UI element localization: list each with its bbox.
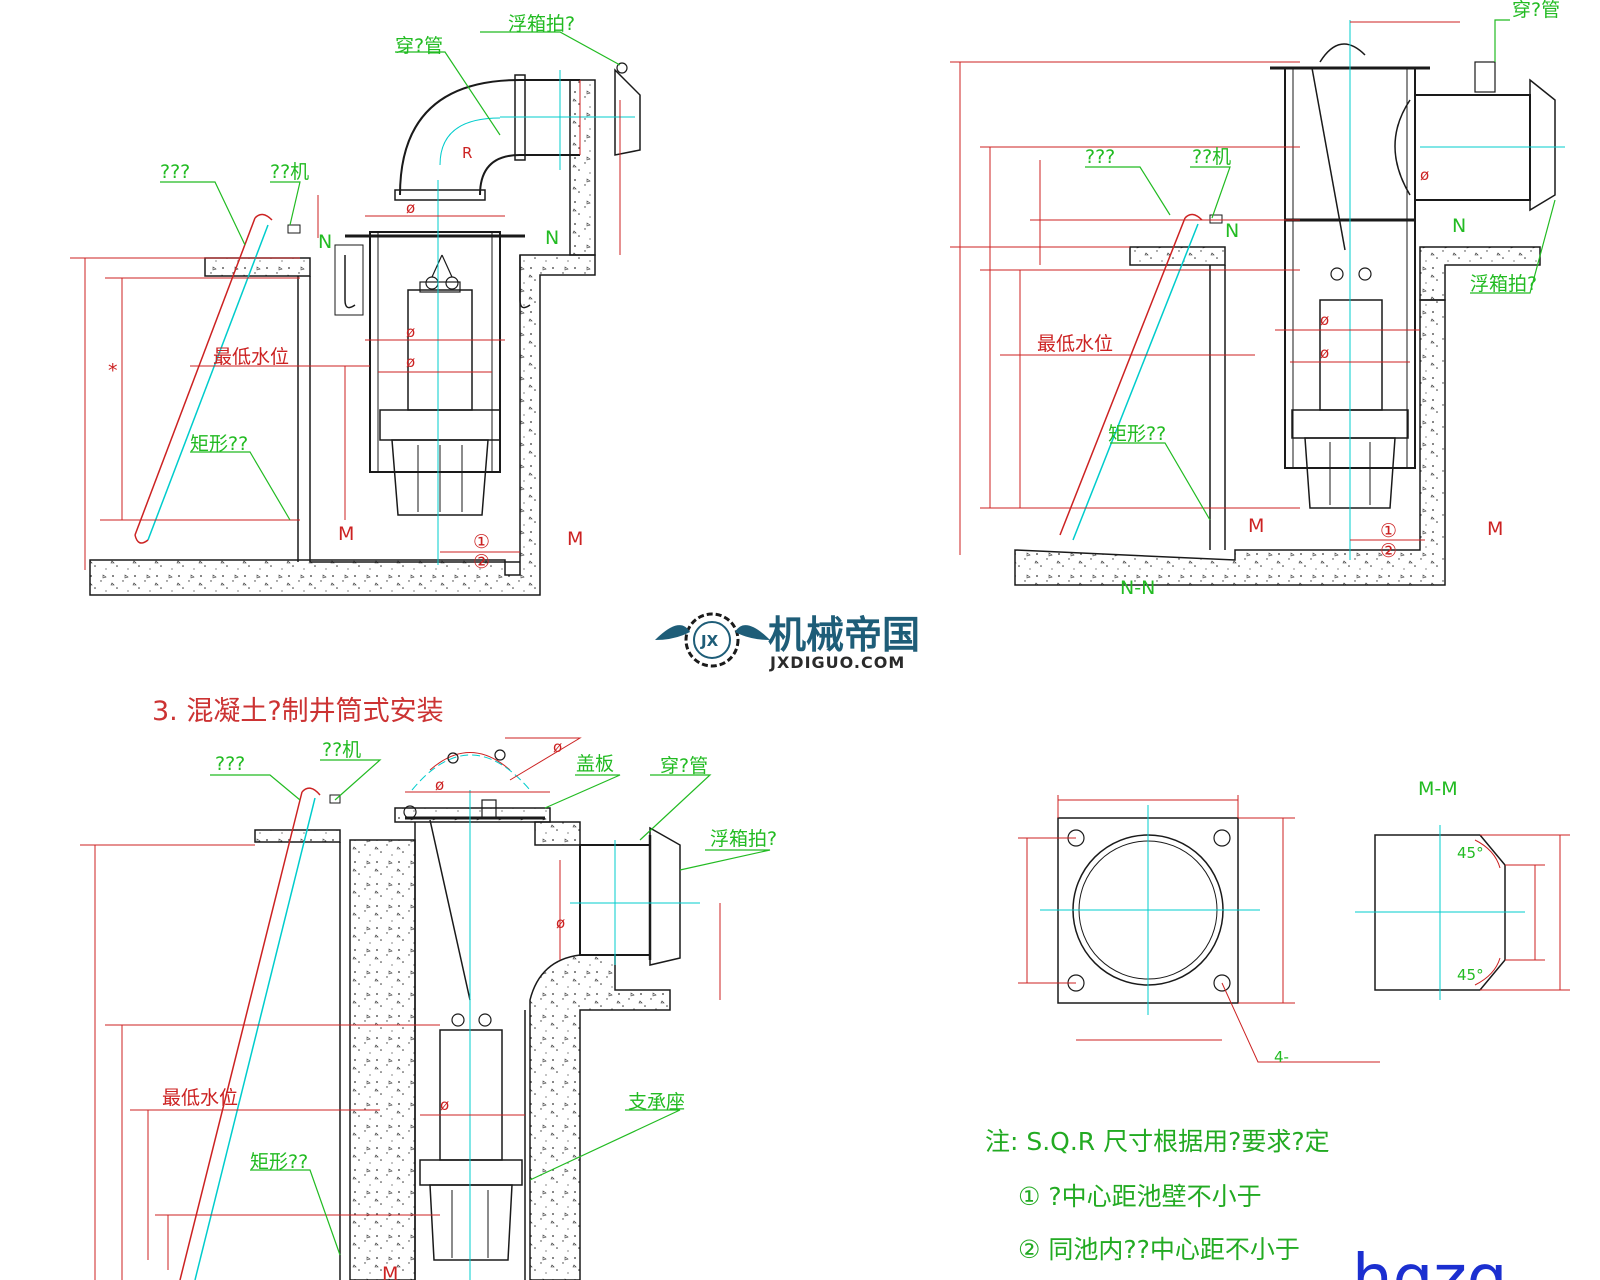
label-rect-pipe-tr: 矩形?? [1108,423,1166,445]
label-section-nn: N-N [1120,577,1155,599]
label-min-water-bl: 最低水位 [162,1087,238,1109]
label-circle2-tl: ② [473,551,490,573]
label-hoist-bl: ??机 [322,739,361,761]
label-ladder-bl: ??? [215,753,245,775]
label-dia-tr-3: ø [1420,166,1429,184]
section-mm-view [1355,825,1570,1000]
label-angle-top: 45° [1457,844,1484,862]
assembly-bottom-left [80,737,771,1280]
flange-plan-view [1018,795,1380,1063]
label-wall-pipe-bl: 穿?管 [660,755,708,777]
label-m-tr-left: M [1248,515,1264,537]
label-min-water-tr: 最低水位 [1037,333,1113,355]
assembly-top-right [950,19,1565,586]
label-n-tl-left: N [318,231,332,253]
label-dia-tr-2: ø [1320,344,1329,362]
label-min-water-tl: 最低水位 [213,346,289,368]
label-m-tl-right: M [567,528,583,550]
label-support-seat: 支承座 [628,1091,685,1113]
label-m-tl-left: M [338,523,354,545]
label-dia-tr-1: ø [1320,311,1329,329]
label-n-tl-right: N [545,227,559,249]
label-flap-valve-bl: 浮箱拍? [710,828,777,850]
label-wall-pipe-tr: 穿?管 [1512,0,1560,21]
label-dia-bl-1: ø [435,776,444,794]
label-wall-pipe-tl: 穿?管 [395,35,443,57]
label-hoist-tl: ??机 [270,161,309,183]
note-line-3: ② 同池内??中心距不小于 [1018,1235,1300,1264]
label-dia-tl-3: ø [406,353,415,371]
label-ladder-tl: ??? [160,161,190,183]
label-rect-pipe-tl: 矩形?? [190,433,248,455]
note-line-2: ① ?中心距池壁不小于 [1018,1182,1262,1211]
diagram-text: 浮箱拍? 穿?管 ??? ??机 最低水位 矩形?? N N M M * ø ø… [108,0,1560,1280]
note-line-1: 注: S.Q.R 尺寸根据用?要求?定 [985,1127,1330,1156]
label-dia-bl-3: ø [440,1096,449,1114]
label-star-tl: * [108,360,118,382]
label-cover-plate: 盖板 [576,753,614,775]
label-angle-bottom: 45° [1457,966,1484,984]
label-hoist-tr: ??机 [1192,146,1231,168]
label-circle1-tl: ① [473,531,490,553]
label-dia-tl-2: ø [406,323,415,341]
label-n-tr-right: N [1452,215,1466,237]
logo-en-text: JXDIGUO.COM [769,653,905,672]
label-section-mm: M-M [1418,778,1458,800]
label-m-tr-right: M [1487,518,1503,540]
label-flap-valve-tl: 浮箱拍? [508,13,575,35]
label-dia-bl-4: ø [556,914,565,932]
label-n-tr-left: N [1225,220,1239,242]
label-dia-bl-2: ø [553,738,562,756]
label-rect-pipe-bl: 矩形?? [250,1151,308,1173]
logo-badge-text: JX [700,632,719,650]
label-dia-tl-1: ø [406,199,415,217]
label-circle2-tr: ② [1380,540,1397,562]
label-r-tl: R [462,144,472,162]
label-circle1-tr: ① [1380,520,1397,542]
label-bolt-note: 4- [1274,1048,1289,1066]
label-ladder-tr: ??? [1085,146,1115,168]
assembly-top-left [70,31,641,596]
section3-title: 3. 混凝土?制井筒式安装 [152,696,444,727]
corner-text: hqzq [1352,1242,1507,1280]
label-m-bl: M [382,1263,398,1280]
label-flap-valve-tr: 浮箱拍? [1470,273,1537,295]
site-logo [655,612,770,668]
logo-cn-text: 机械帝国 [768,613,920,657]
